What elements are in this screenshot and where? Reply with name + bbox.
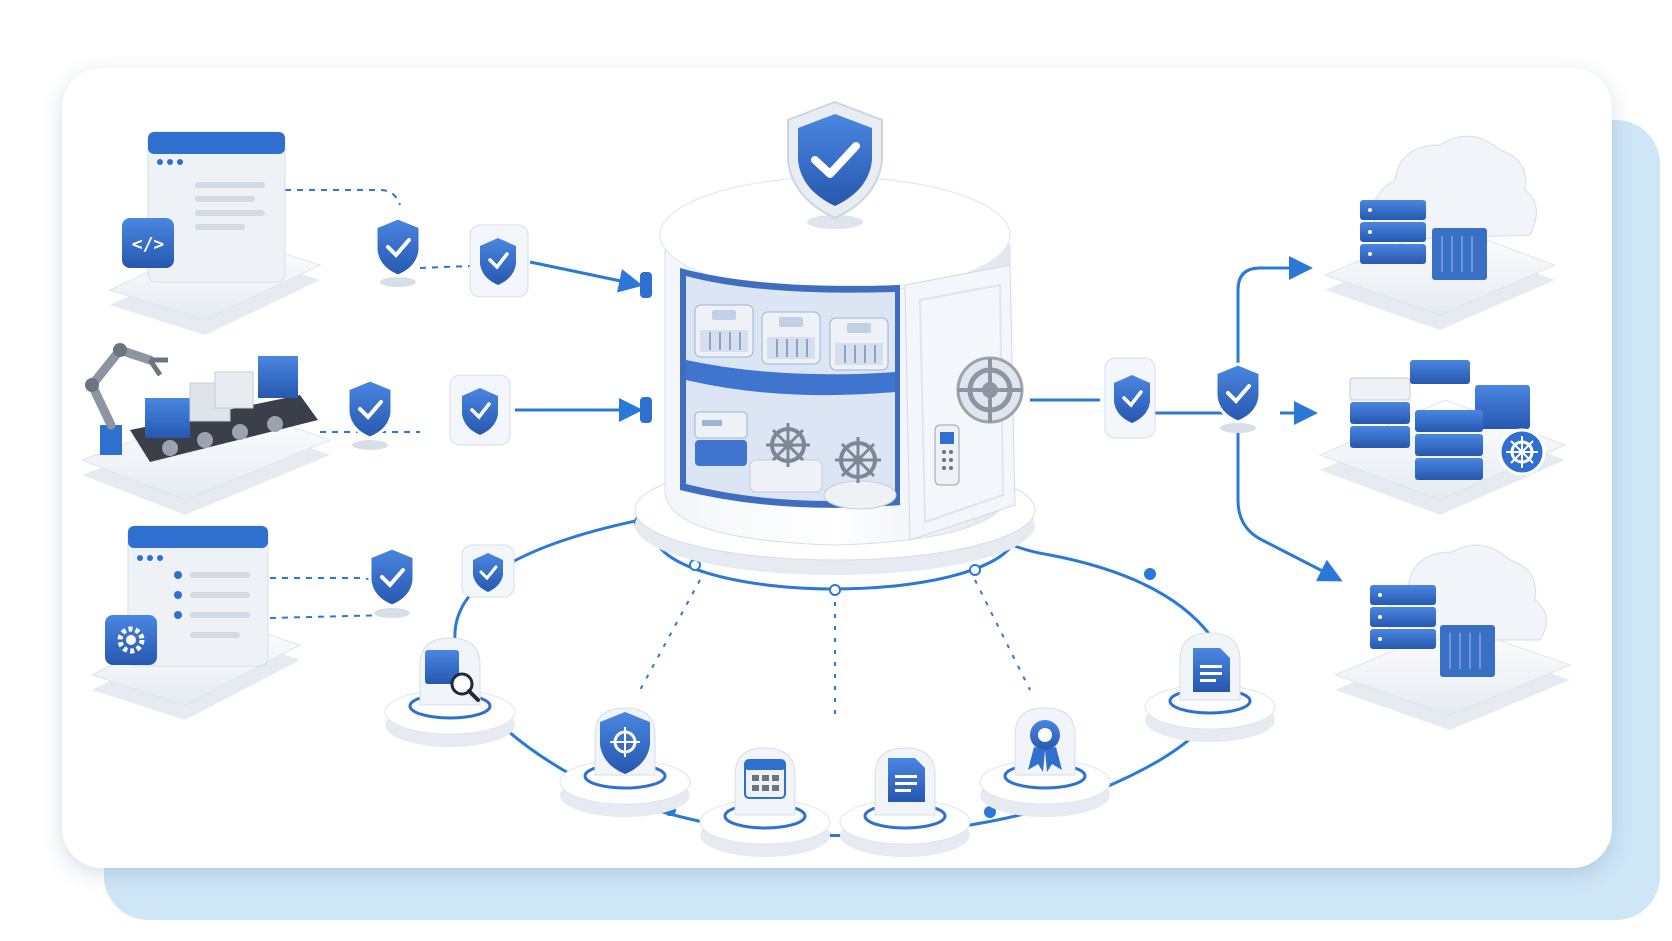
destination-connectors	[1030, 256, 1343, 582]
container-icon	[761, 311, 821, 365]
code-icon: </>	[122, 218, 174, 268]
helm-wheel-icon	[749, 423, 823, 493]
destination-kubernetes-cluster	[1318, 360, 1567, 515]
helm-wheel-icon	[823, 437, 897, 510]
container-icon	[694, 304, 754, 358]
shield-lock-icon	[1104, 357, 1156, 439]
calendar-icon	[744, 759, 786, 799]
vault-door	[904, 264, 1024, 541]
destination-cloud-registry	[1333, 544, 1572, 730]
shield-lock-icon	[449, 374, 511, 446]
document-icon	[1193, 648, 1230, 692]
ring-node-policy[interactable]	[559, 707, 691, 817]
shield-lock-icon	[461, 544, 515, 598]
award-badge-icon	[1028, 720, 1062, 772]
ring-node-audit[interactable]	[1144, 632, 1276, 742]
shield-check-icon	[1214, 362, 1262, 433]
container-icon	[829, 317, 889, 371]
source-code-editor: </>	[108, 131, 322, 335]
document-icon	[888, 758, 925, 802]
ring-node-scan[interactable]	[384, 637, 516, 747]
shield-check-icon	[787, 100, 883, 229]
shield-check-icon	[374, 216, 422, 287]
source-robot-conveyor	[80, 343, 332, 515]
server-stack-icon	[694, 411, 748, 466]
search-icon	[425, 650, 480, 702]
destination-shield-badges	[1104, 357, 1262, 439]
shield-check-icon	[368, 546, 416, 618]
gear-icon	[105, 615, 157, 665]
svg-text:</>: </>	[132, 234, 165, 255]
shield-check-icon	[346, 378, 394, 450]
target-shield-icon	[600, 712, 650, 774]
shield-lock-icon	[469, 224, 529, 298]
ring-node-report[interactable]	[839, 747, 971, 857]
source-settings-window	[90, 525, 302, 720]
kubernetes-icon	[1498, 428, 1546, 476]
ring-node-compliance[interactable]	[979, 707, 1111, 817]
secure-vault	[634, 100, 1036, 575]
source-shield-badges	[346, 216, 529, 618]
ring-node-schedule[interactable]	[699, 747, 831, 857]
destination-cloud-registry	[1323, 135, 1557, 330]
robot-arm-icon	[85, 343, 168, 455]
